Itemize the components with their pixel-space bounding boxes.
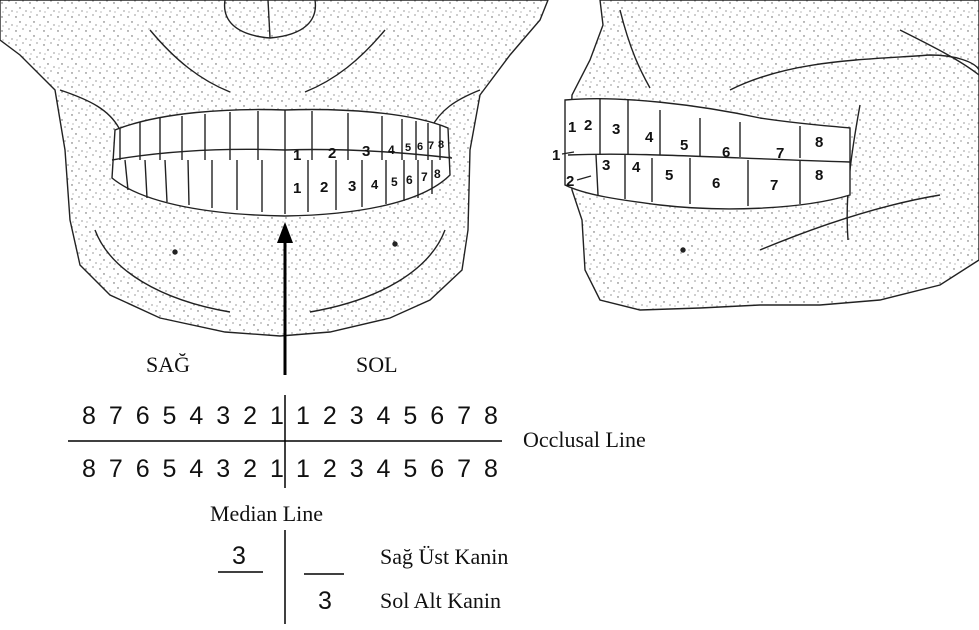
left-side-label: SOL (356, 354, 398, 376)
side-lower-number-1: 1 (552, 147, 560, 164)
right-side-label: SAĞ (146, 354, 190, 376)
side-upper-number-1: 1 (568, 119, 576, 136)
front-lower-number-7: 7 (421, 170, 428, 184)
side-lower-number-4: 4 (632, 159, 641, 176)
side-upper-number-7: 7 (776, 145, 784, 162)
front-lower-number-6: 6 (406, 173, 413, 187)
lower-left-teeth: 1 2 3 4 5 6 7 8 (296, 457, 501, 482)
lower-left-canine-label: Sol Alt Kanin (380, 590, 501, 612)
front-upper-number-3: 3 (362, 143, 370, 160)
occlusal-line-label: Occlusal Line (523, 429, 646, 451)
upper-right-canine-label: Sağ Üst Kanin (380, 546, 508, 568)
side-lower-number-6: 6 (712, 175, 720, 192)
side-skull-view (565, 0, 979, 310)
example-upper-right-tooth: 3 (232, 544, 249, 569)
side-lower-number-7: 7 (770, 177, 778, 194)
front-upper-number-1: 1 (293, 147, 301, 164)
front-lower-number-2: 2 (320, 179, 328, 196)
front-skull-view (0, 0, 548, 336)
front-lower-number-3: 3 (348, 178, 356, 195)
side-lower-number-2: 2 (566, 173, 574, 190)
side-lower-number-3: 3 (602, 157, 610, 174)
side-lower-number-5: 5 (665, 167, 673, 184)
side-upper-number-4: 4 (645, 129, 654, 146)
median-line-label: Median Line (210, 503, 323, 525)
side-upper-number-8: 8 (815, 134, 823, 151)
front-lower-number-4: 4 (371, 177, 379, 192)
front-upper-number-2: 2 (328, 145, 336, 162)
front-upper-number-4: 4 (388, 143, 395, 157)
front-lower-number-5: 5 (391, 175, 398, 189)
side-upper-number-2: 2 (584, 117, 592, 134)
front-upper-number-5: 5 (405, 142, 411, 154)
example-lower-left-tooth: 3 (318, 589, 335, 614)
side-upper-number-3: 3 (612, 121, 620, 138)
lower-right-teeth: 8 7 6 5 4 3 2 1 (82, 457, 287, 482)
upper-right-teeth: 8 7 6 5 4 3 2 1 (82, 404, 287, 429)
side-lower-number-8: 8 (815, 167, 823, 184)
front-upper-number-7: 7 (428, 140, 434, 152)
side-upper-number-6: 6 (722, 144, 730, 161)
front-lower-number-8: 8 (434, 167, 441, 181)
side-upper-number-5: 5 (680, 137, 688, 154)
front-lower-number-1: 1 (293, 180, 301, 197)
front-upper-number-8: 8 (438, 139, 444, 151)
upper-left-teeth: 1 2 3 4 5 6 7 8 (296, 404, 501, 429)
front-dental-arch (112, 110, 450, 216)
front-upper-number-6: 6 (417, 141, 423, 153)
